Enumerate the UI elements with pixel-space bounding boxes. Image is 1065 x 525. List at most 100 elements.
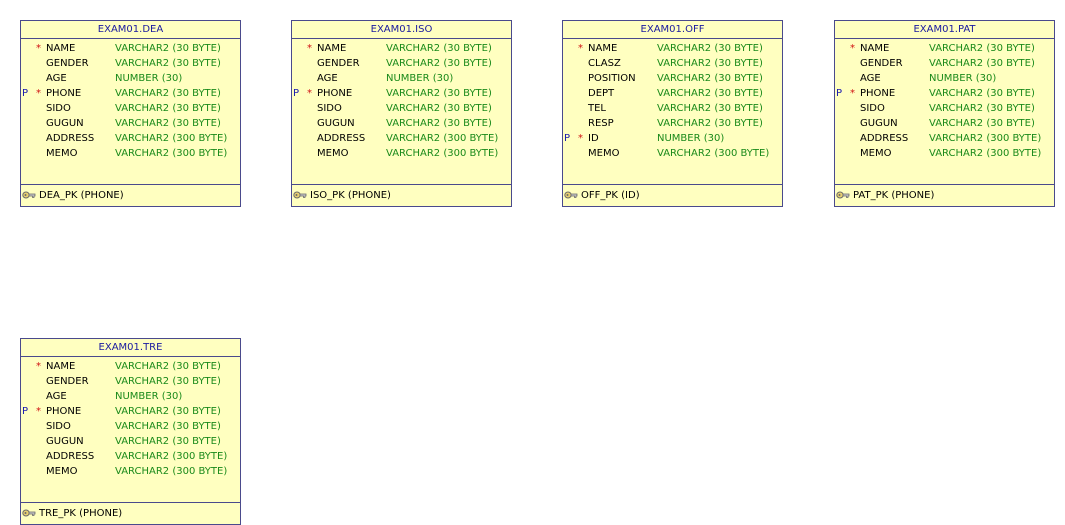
primary-key-label: ISO_PK (PHONE)	[310, 190, 391, 201]
primary-key-row[interactable]: TRE_PK (PHONE)	[21, 503, 240, 524]
pk-marker: P	[22, 88, 29, 99]
column-type: VARCHAR2 (30 BYTE)	[115, 58, 221, 69]
column-row[interactable]: CLASZ VARCHAR2 (30 BYTE)	[563, 56, 782, 71]
column-name: POSITION	[588, 73, 636, 84]
column-name: AGE	[46, 391, 67, 402]
column-type: NUMBER (30)	[115, 391, 183, 402]
column-type: VARCHAR2 (30 BYTE)	[115, 376, 221, 387]
column-name: PHONE	[46, 88, 82, 99]
column-name: MEMO	[317, 148, 349, 159]
column-type: VARCHAR2 (30 BYTE)	[115, 421, 221, 432]
column-name: TEL	[588, 103, 606, 114]
column-type: NUMBER (30)	[115, 73, 183, 84]
primary-key-row[interactable]: PAT_PK (PHONE)	[835, 185, 1054, 206]
column-type: VARCHAR2 (30 BYTE)	[386, 43, 492, 54]
column-row[interactable]: RESP VARCHAR2 (30 BYTE)	[563, 116, 782, 131]
column-type: VARCHAR2 (30 BYTE)	[929, 118, 1035, 129]
mandatory-marker: *	[307, 88, 312, 99]
column-name: ID	[588, 133, 599, 144]
column-type: VARCHAR2 (30 BYTE)	[657, 58, 763, 69]
column-name: MEMO	[46, 148, 78, 159]
column-name: RESP	[588, 118, 614, 129]
key-icon	[22, 191, 36, 199]
column-name: NAME	[46, 43, 76, 54]
pk-marker: P	[564, 133, 571, 144]
pk-marker: P	[293, 88, 300, 99]
key-icon	[293, 191, 307, 199]
column-name: MEMO	[46, 466, 78, 477]
mandatory-marker: *	[578, 43, 583, 54]
table-title: EXAM01.ISO	[292, 21, 511, 39]
column-row[interactable]: AGE NUMBER (30)	[21, 389, 240, 404]
column-type: VARCHAR2 (30 BYTE)	[115, 361, 221, 372]
primary-key-row[interactable]: ISO_PK (PHONE)	[292, 185, 511, 206]
primary-key-row[interactable]: DEA_PK (PHONE)	[21, 185, 240, 206]
column-name: GENDER	[860, 58, 903, 69]
column-name: NAME	[588, 43, 618, 54]
column-type: VARCHAR2 (30 BYTE)	[115, 103, 221, 114]
column-name: SIDO	[860, 103, 885, 114]
column-type: VARCHAR2 (30 BYTE)	[386, 103, 492, 114]
key-icon	[564, 191, 578, 199]
column-type: VARCHAR2 (30 BYTE)	[657, 118, 763, 129]
primary-key-label: PAT_PK (PHONE)	[853, 190, 935, 201]
pk-marker: P	[836, 88, 843, 99]
column-type: VARCHAR2 (30 BYTE)	[657, 88, 763, 99]
mandatory-marker: *	[307, 43, 312, 54]
column-name: CLASZ	[588, 58, 621, 69]
column-name: ADDRESS	[46, 133, 95, 144]
column-type: VARCHAR2 (300 BYTE)	[386, 148, 499, 159]
table-title: EXAM01.DEA	[21, 21, 240, 39]
column-row[interactable]: MEMO VARCHAR2 (300 BYTE)	[21, 146, 240, 161]
column-row[interactable]: MEMO VARCHAR2 (300 BYTE)	[292, 146, 511, 161]
column-type: VARCHAR2 (300 BYTE)	[115, 148, 228, 159]
column-name: GUGUN	[46, 118, 84, 129]
column-name: MEMO	[588, 148, 620, 159]
primary-key-row[interactable]: OFF_PK (ID)	[563, 185, 782, 206]
mandatory-marker: *	[850, 43, 855, 54]
column-type: VARCHAR2 (300 BYTE)	[386, 133, 499, 144]
